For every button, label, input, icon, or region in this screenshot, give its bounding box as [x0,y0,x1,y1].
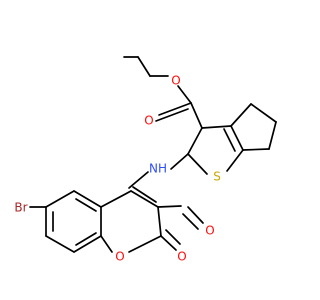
bond-o-ring-c8a [100,235,113,253]
bond-c3-c4-inner [132,186,157,203]
bond-c3-c4 [130,190,159,208]
bond-c5-c6 [45,190,75,208]
atom-label-ester-carbonyl-o: O [144,114,153,128]
bond-ch2a-ch2b [250,103,277,123]
bond-c8-c8a-inner [75,232,97,246]
bond-c3-c3a [201,125,232,129]
molecule-diagram: O O S NH O Br O O [14,56,277,264]
bond-c2-o-ring [128,235,162,253]
atom-label-bromine: Br [14,201,27,215]
bond-o-c-ester [177,85,192,104]
atom-label-ring-o: O [115,250,124,264]
atom-label-ester-ether-o: O [171,74,180,88]
bond-c4a-c4 [100,190,132,208]
bond-lines [29,56,277,253]
bond-c4a-c5 [73,190,102,208]
bond-c-amide-o-1 [187,206,204,224]
atom-label-amide-carbonyl-o: O [205,224,214,238]
bond-c2-nh [170,153,189,170]
bond-ester-c3 [190,102,203,129]
bond-c7-c8 [45,235,75,253]
bond-c3-c2 [187,127,203,155]
bond-c3a-c6a-1 [230,125,244,151]
bond-c-amide-o-2 [182,213,199,230]
bond-c4a-c5-inner [75,198,97,212]
atom-label-thiophene-s: S [213,170,221,184]
atom-label-lactone-carbonyl-o: O [177,250,186,264]
bond-nh-c-amide [128,171,149,189]
bond-c-o-ester-2 [155,108,189,122]
bond-c3a-ch2a [230,103,252,127]
bond-c-o-ester-1 [158,102,192,116]
bond-ch2b-ch2c [268,121,277,150]
bond-ethyl-ch2 [137,56,151,77]
bond-amide-c3 [157,205,182,208]
bond-ch2c-c6a [242,148,270,151]
bond-c2-o-carbonyl-2 [165,229,181,245]
atom-label-amide-nh: NH [149,162,167,176]
bond-c8-c8a [73,235,102,253]
bond-s-c2 [187,153,208,175]
bond-c2-o-carbonyl-1 [160,235,177,251]
atom-labels: O O S NH O Br O O [14,74,220,264]
bond-c6a-s [226,149,244,172]
bond-c3a-c6a-2 [223,128,236,152]
bond-c3-c2-coumarin [157,206,162,237]
